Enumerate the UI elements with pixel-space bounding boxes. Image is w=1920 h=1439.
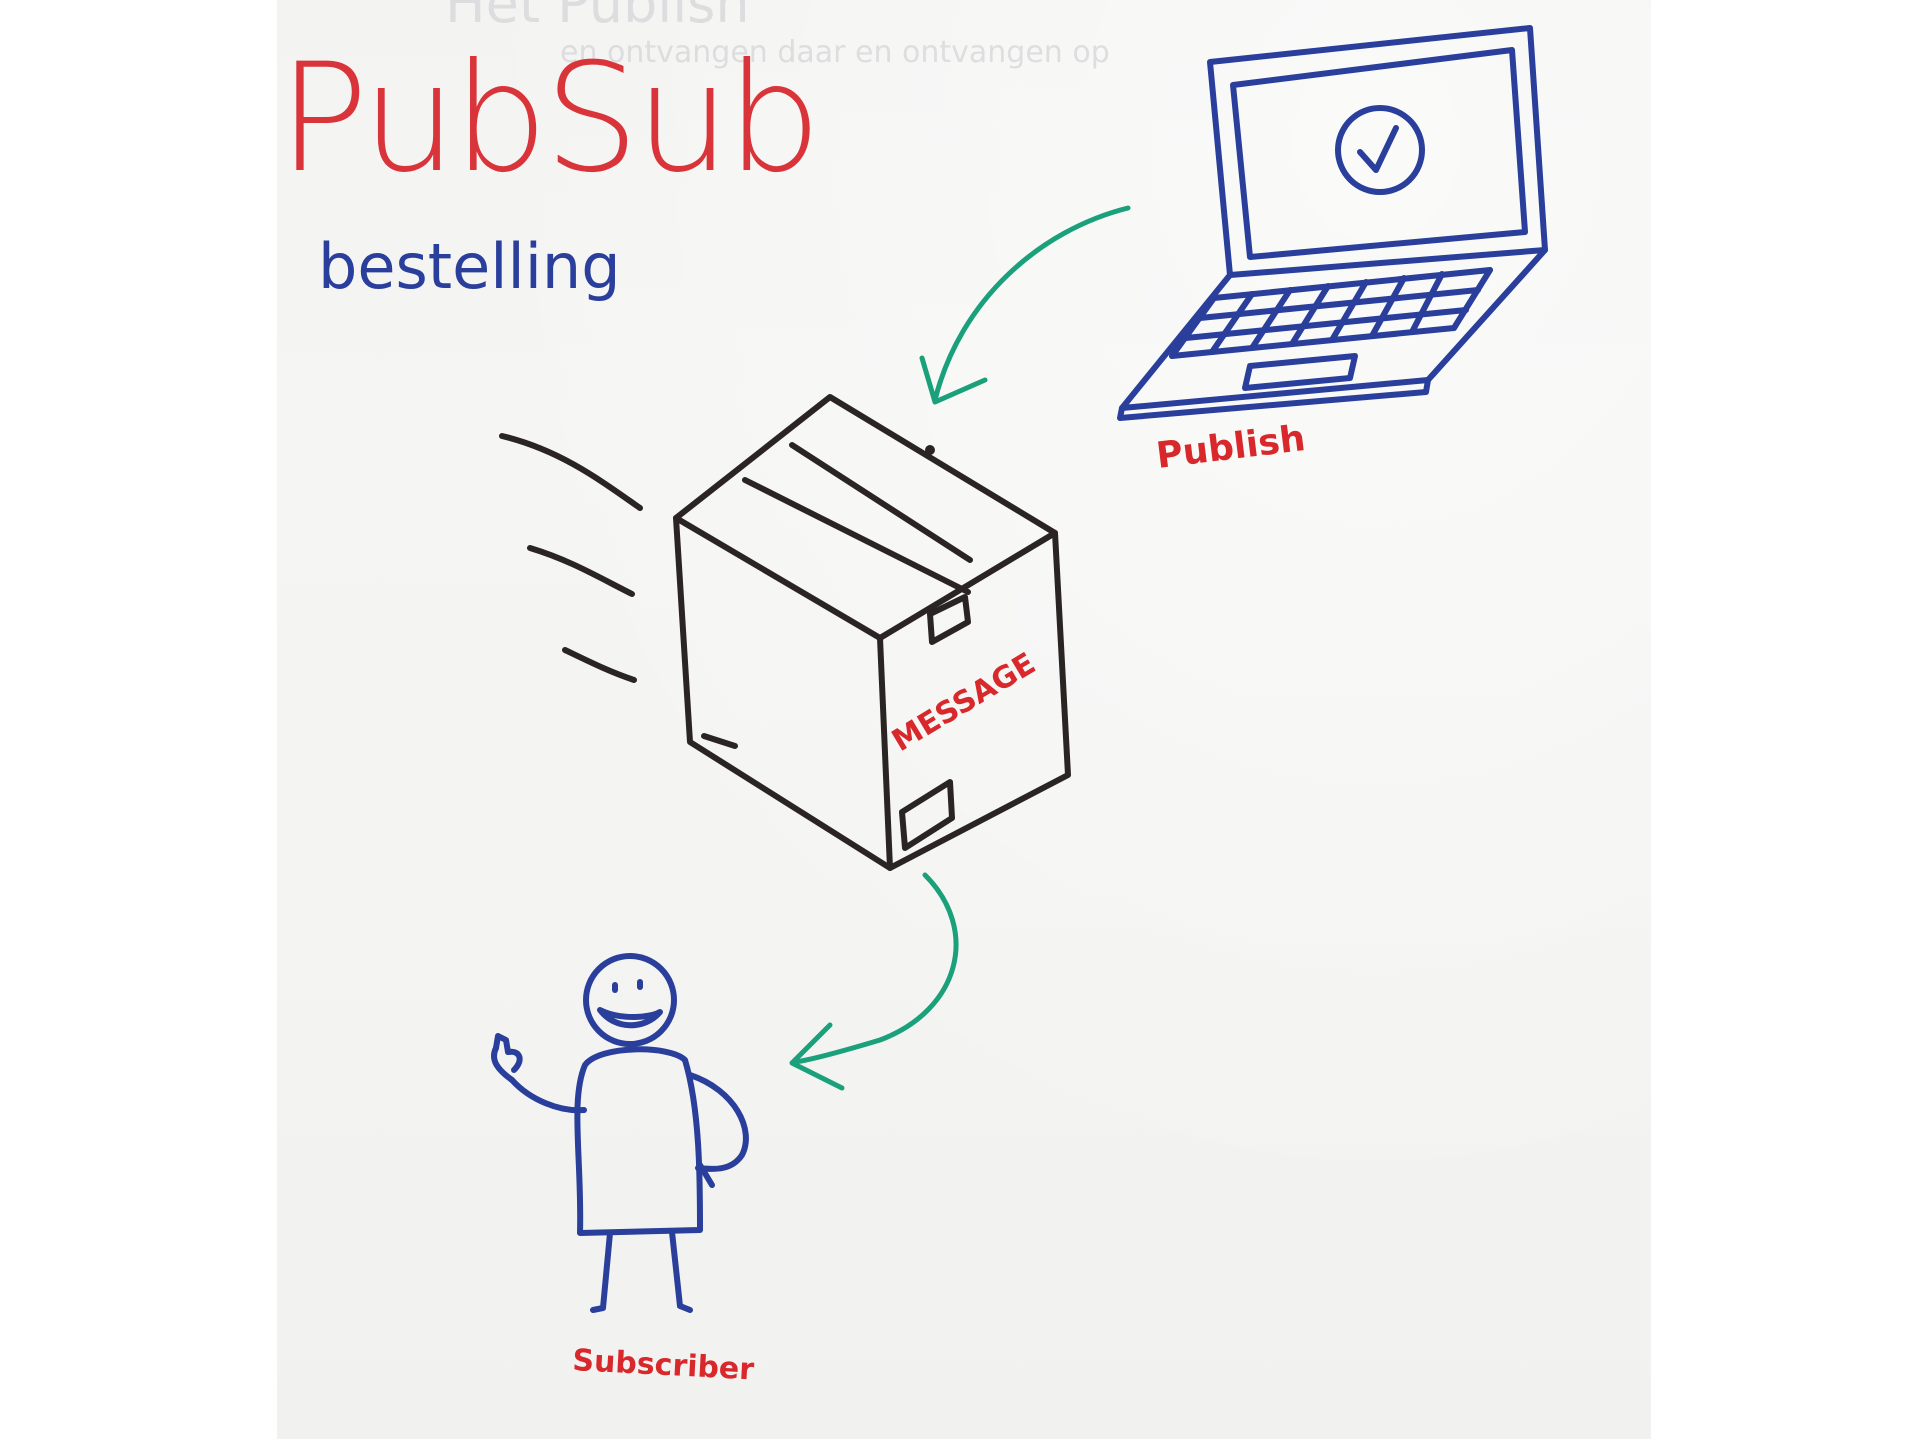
ghost-text: Het Publish en ontvangen daar en ontvang… [445, 0, 1110, 70]
laptop-icon [1117, 25, 1548, 421]
checkmark-icon [1335, 105, 1425, 195]
ghost-text-line1: Het Publish [445, 0, 750, 35]
publish-label: Publish [1154, 418, 1307, 477]
package-icon [673, 394, 1071, 871]
page-title: PubSub [278, 32, 818, 206]
page-subtitle: bestelling [318, 230, 621, 303]
subscriber-label: Subscriber [572, 1343, 756, 1387]
arrow-publish-to-message [919, 205, 1131, 405]
ghost-text-line2: en ontvangen daar en ontvangen op [560, 35, 1110, 70]
stick-figure-icon [491, 953, 749, 1313]
arrow-message-to-subscriber [789, 872, 959, 1091]
message-label: MESSAGE [886, 646, 1042, 759]
motion-lines [499, 433, 643, 683]
